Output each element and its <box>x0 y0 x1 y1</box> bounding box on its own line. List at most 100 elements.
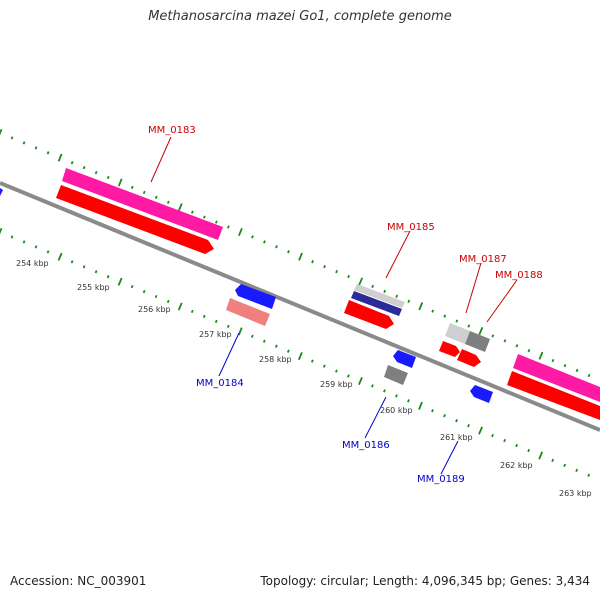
tick-mark-minor <box>515 344 519 348</box>
gene-label-plus[interactable]: MM_0188 <box>495 270 543 281</box>
tick-mark-minor <box>503 438 506 443</box>
feature-arrow-blue <box>235 284 276 309</box>
tick-mark-minor <box>310 359 314 363</box>
tick-mark-minor <box>551 458 555 463</box>
kbp-label: 254 kbp <box>16 259 49 268</box>
kbp-label: 256 kbp <box>138 305 171 314</box>
tick-mark-minor <box>251 235 254 239</box>
tick-mark-minor <box>455 419 458 423</box>
feature-bar-lightgray <box>354 284 405 308</box>
tick-mark-minor <box>311 260 314 264</box>
tick-mark-major <box>237 327 243 336</box>
feature-arrow-red <box>439 341 460 357</box>
tick-mark-minor <box>503 339 507 343</box>
gene-label-minus[interactable]: MM_0186 <box>342 440 390 451</box>
tick-mark-minor <box>142 190 146 195</box>
tick-mark-major <box>117 277 123 286</box>
tick-mark-minor <box>383 389 386 393</box>
gene-label-minus[interactable]: MM_0189 <box>417 474 465 485</box>
tick-mark-major <box>0 128 3 136</box>
tick-mark-minor <box>371 384 374 388</box>
tick-mark-minor <box>166 299 170 304</box>
accession-text: Accession: NC_003901 <box>10 574 147 588</box>
feature-arrow-blue <box>470 385 493 403</box>
feature-bar-red <box>507 371 600 420</box>
tick-mark-minor <box>226 324 230 328</box>
tick-mark-minor <box>407 399 410 403</box>
tick-mark-minor <box>491 433 494 438</box>
kbp-label: 263 kbp <box>559 489 592 498</box>
tick-mark-minor <box>22 240 26 244</box>
tick-mark-minor <box>154 294 158 299</box>
tick-mark-minor <box>467 324 471 328</box>
tick-mark-major <box>478 426 483 435</box>
tick-mark-minor <box>130 185 134 190</box>
feature-bar-navy <box>351 291 402 316</box>
tick-mark-minor <box>551 358 555 363</box>
tick-mark-minor <box>262 339 266 343</box>
tick-mark-minor <box>371 284 375 289</box>
tick-mark-major <box>117 178 123 187</box>
gene-label-plus[interactable]: MM_0187 <box>459 254 507 265</box>
gene-leader-line <box>364 396 387 439</box>
feature-bar-lightgray <box>445 323 470 344</box>
tick-mark-minor <box>515 443 518 448</box>
tick-mark-minor <box>443 314 447 318</box>
gene-label-minus[interactable]: MM_0184 <box>196 378 244 389</box>
tick-mark-minor <box>142 289 146 294</box>
genome-summary-text: Topology: circular; Length: 4,096,345 bp… <box>260 574 590 588</box>
tick-mark-minor <box>286 349 290 353</box>
tick-mark-minor <box>527 448 531 453</box>
tick-mark-minor <box>347 274 350 279</box>
tick-mark-minor <box>263 240 266 244</box>
tick-mark-major <box>418 302 424 311</box>
feature-bar-magenta <box>513 354 600 402</box>
feature-bar-gray <box>384 365 408 385</box>
tick-mark-minor <box>190 309 194 314</box>
gene-leader-line <box>486 279 518 323</box>
tick-mark-minor <box>202 314 206 319</box>
tick-mark-major <box>418 401 423 410</box>
kbp-label: 259 kbp <box>320 380 353 389</box>
tick-mark-major <box>238 227 243 237</box>
tick-mark-minor <box>335 269 338 274</box>
tick-mark-major <box>297 352 303 361</box>
gene-leader-line <box>440 440 459 475</box>
gene-leader-line <box>385 230 411 279</box>
feature-bar-pink <box>226 298 270 326</box>
tick-mark-minor <box>443 414 446 418</box>
tick-mark-minor <box>82 165 86 170</box>
tick-mark-minor <box>575 468 579 473</box>
kbp-label: 262 kbp <box>500 461 533 470</box>
tick-mark-minor <box>46 250 50 254</box>
tick-mark-minor <box>34 245 38 249</box>
gene-label-plus[interactable]: MM_0185 <box>387 222 435 233</box>
feature-arrow-red <box>457 349 481 367</box>
tick-mark-major <box>358 376 363 386</box>
tick-mark-minor <box>407 299 411 303</box>
tick-mark-major <box>538 351 544 360</box>
kbp-label: 255 kbp <box>77 283 110 292</box>
tick-mark-minor <box>395 394 398 398</box>
tick-mark-minor <box>190 210 194 214</box>
tick-mark-minor <box>527 349 531 353</box>
tick-mark-minor <box>323 264 326 269</box>
tick-mark-minor <box>70 260 74 264</box>
tick-mark-minor <box>82 265 86 269</box>
tick-mark-major <box>478 326 484 335</box>
tick-mark-minor <box>335 369 338 373</box>
gene-leader-line <box>465 262 482 314</box>
tick-mark-minor <box>587 473 591 477</box>
kbp-label: 258 kbp <box>259 355 292 364</box>
tick-mark-minor <box>431 409 434 413</box>
tick-mark-minor <box>395 294 399 298</box>
feature-bar-gray <box>465 331 490 352</box>
tick-mark-minor <box>431 309 435 313</box>
tick-mark-minor <box>287 250 290 254</box>
tick-mark-minor <box>383 289 387 294</box>
tick-mark-minor <box>34 146 38 150</box>
tick-mark-minor <box>22 141 26 145</box>
tick-mark-minor <box>94 170 98 175</box>
tick-mark-major <box>57 252 63 261</box>
gene-label-plus[interactable]: MM_0183 <box>148 125 196 136</box>
